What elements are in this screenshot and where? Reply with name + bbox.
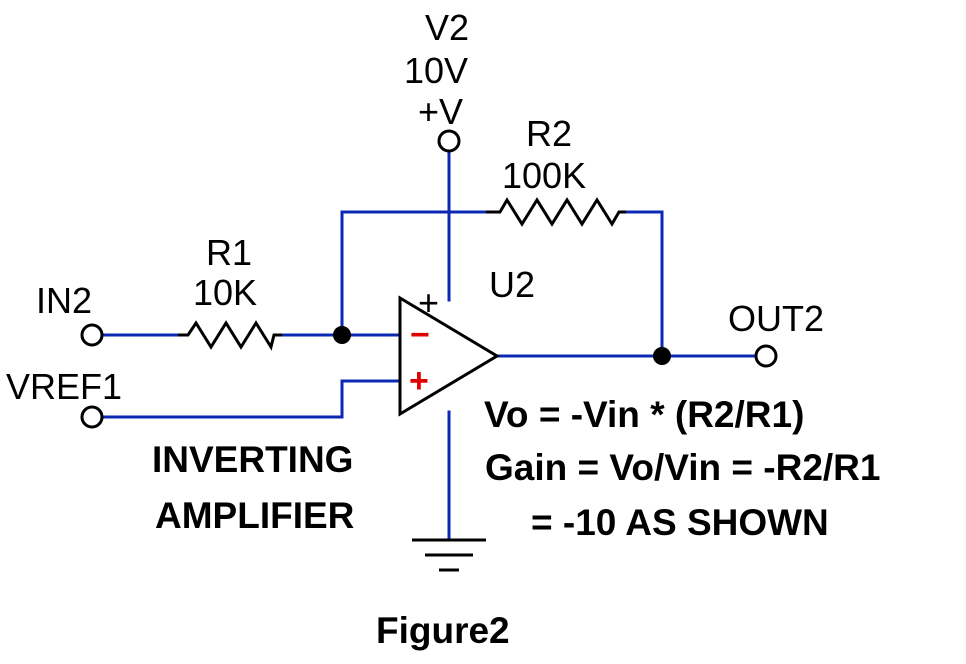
reference-wire bbox=[102, 379, 402, 419]
description-line1: INVERTING bbox=[152, 439, 353, 480]
junction-dot-input bbox=[333, 326, 351, 344]
feedback-wire bbox=[340, 210, 664, 358]
r2-name: R2 bbox=[526, 113, 572, 154]
terminal-out2 bbox=[754, 344, 778, 368]
r2-value: 100K bbox=[502, 155, 586, 196]
terminal-supply bbox=[437, 129, 461, 153]
opamp-u2-body bbox=[398, 295, 500, 417]
supply-value: 10V bbox=[404, 50, 468, 91]
ground-icon bbox=[412, 538, 486, 572]
resistor-r2 bbox=[486, 197, 626, 227]
opamp-minus-sign: − bbox=[410, 316, 430, 354]
terminal-vref1 bbox=[80, 405, 104, 429]
supply-node: +V bbox=[418, 91, 463, 132]
port-output-label: OUT2 bbox=[728, 298, 824, 339]
equation-line3: = -10 AS SHOWN bbox=[531, 502, 829, 543]
opamp-name: U2 bbox=[489, 264, 535, 305]
description-line2: AMPLIFIER bbox=[155, 495, 354, 536]
figure-caption: Figure2 bbox=[376, 610, 510, 651]
supply-name: V2 bbox=[425, 7, 469, 48]
resistor-r1 bbox=[178, 320, 282, 351]
opamp-supply-sign: + bbox=[418, 282, 439, 323]
r1-name: R1 bbox=[206, 232, 252, 273]
port-input-label: IN2 bbox=[36, 280, 92, 321]
opamp-plus-sign: + bbox=[409, 362, 429, 400]
r1-value: 10K bbox=[193, 272, 257, 313]
terminal-in2 bbox=[80, 323, 104, 347]
junction-dot-output bbox=[653, 347, 671, 365]
equation-line2: Gain = Vo/Vin = -R2/R1 bbox=[485, 447, 880, 488]
port-reference-label: VREF1 bbox=[6, 366, 122, 407]
equation-line1: Vo = -Vin * (R2/R1) bbox=[484, 394, 804, 435]
